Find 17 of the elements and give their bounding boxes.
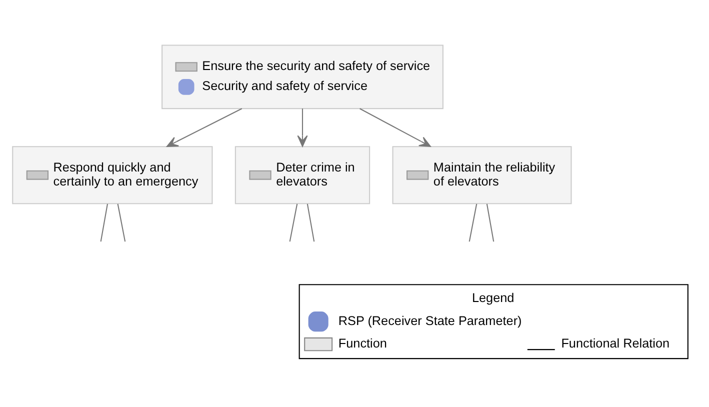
arrow xyxy=(360,108,431,146)
legend-label: Functional Relation xyxy=(561,336,670,350)
legend-label: RSP (Receiver State Parameter) xyxy=(338,313,522,328)
connector xyxy=(468,203,478,242)
connector xyxy=(100,203,108,242)
node-box: Maintain the reliability of elevators xyxy=(392,146,572,204)
arrow xyxy=(166,108,242,146)
node-box: Ensure the security and safety of service Security and safety of service xyxy=(162,44,444,109)
connector xyxy=(306,203,315,242)
connector xyxy=(289,203,298,242)
arrow xyxy=(297,108,308,146)
legend-label: Function xyxy=(338,336,387,350)
node-box: Deter crime in elevators xyxy=(234,146,370,204)
connector xyxy=(117,203,126,242)
label: Legend xyxy=(472,290,514,305)
connector xyxy=(486,203,494,242)
node-box: Respond quickly and certainly to an emergency xyxy=(12,146,213,204)
